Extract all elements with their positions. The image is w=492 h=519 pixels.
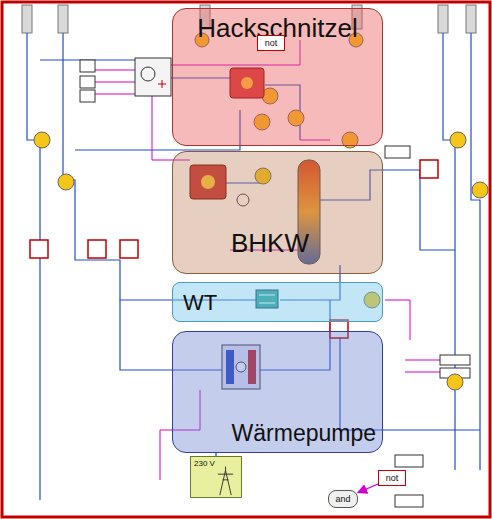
component-group: BHKW [172,151,383,274]
block-label: not [258,38,284,48]
block-label: and [329,494,357,504]
group-title: Wärmepumpe [232,420,376,447]
component-group: WT [172,282,383,322]
logic-block: not [257,35,285,51]
logic-block: not [378,470,406,486]
block-label: not [379,473,405,483]
component-group: Wärmepumpe [172,331,383,453]
power-grid: 230 V [190,456,242,498]
group-title: BHKW [231,228,309,259]
connector [358,484,378,493]
group-title: WT [183,290,217,316]
heat-controller [135,58,171,96]
block-label: 230 V [194,459,215,468]
logic-block: and [328,490,358,508]
component-group: Hackschnitzelnot [172,8,383,146]
